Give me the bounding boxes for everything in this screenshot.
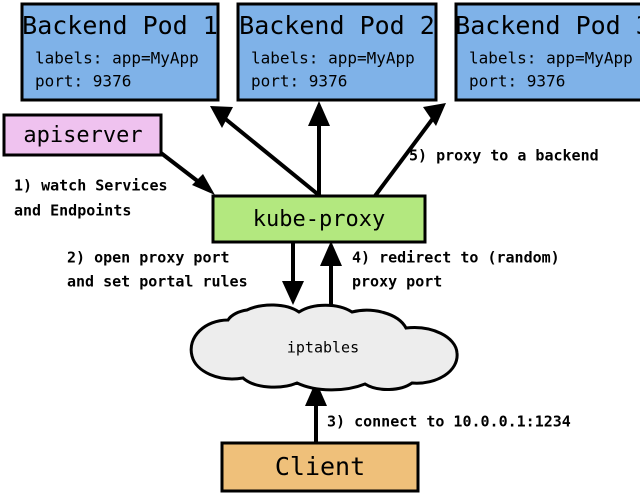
- node-kube-proxy[interactable]: kube-proxy: [211, 194, 427, 244]
- edge-client-to-iptables: [305, 381, 327, 443]
- arrowhead-kubeproxy-iptables: [282, 281, 304, 305]
- step1-line2: and Endpoints: [14, 202, 131, 220]
- edge-line-kubeproxy-pod3: [373, 115, 436, 198]
- arrowhead-kubeproxy-pod1: [210, 106, 233, 128]
- arrowhead-kubeproxy-pod2: [308, 101, 330, 126]
- apiserver-title: apiserver: [23, 123, 142, 148]
- iptables-title: iptables: [287, 339, 359, 357]
- edge-kubeproxy-to-pod3: [373, 103, 446, 198]
- arrowhead-iptables-kubeproxy: [320, 241, 342, 266]
- pod2-port-line: port: 9376: [251, 72, 347, 91]
- kube-proxy-box[interactable]: [211, 194, 427, 244]
- pod3-labels-line: labels: app=MyApp: [469, 49, 633, 68]
- iptables-cloud-shape[interactable]: [189, 303, 459, 392]
- edge-apiserver-to-kubeproxy: [159, 151, 215, 195]
- node-backend-pod-2[interactable]: Backend Pod 2 labels: app=MyApp port: 93…: [236, 2, 438, 102]
- pod2-box[interactable]: [236, 2, 438, 102]
- edge-label-step-3: 3) connect to 10.0.0.1:1234: [327, 413, 571, 431]
- edge-kubeproxy-to-pod1: [210, 106, 322, 198]
- step1-line1: 1) watch Services: [14, 177, 168, 195]
- edge-kubeproxy-to-pod2: [308, 101, 330, 196]
- step4-line2: proxy port: [352, 273, 442, 291]
- pod3-title: Backend Pod 3: [455, 11, 640, 40]
- node-iptables[interactable]: iptables: [189, 303, 459, 392]
- pod1-box[interactable]: [20, 2, 220, 102]
- step5-label: 5) proxy to a backend: [409, 147, 599, 165]
- node-client[interactable]: Client: [220, 441, 420, 493]
- step2-line2: and set portal rules: [67, 273, 248, 291]
- pod2-title: Backend Pod 2: [239, 11, 435, 40]
- arrowhead-kubeproxy-pod3: [423, 103, 446, 126]
- client-box[interactable]: [220, 441, 420, 493]
- arrowhead-apiserver-kubeproxy: [192, 174, 215, 195]
- kube-proxy-title: kube-proxy: [253, 207, 385, 232]
- step3-label: 3) connect to 10.0.0.1:1234: [327, 413, 571, 431]
- pod1-title: Backend Pod 1: [22, 11, 218, 40]
- edge-kubeproxy-to-iptables: [282, 243, 304, 305]
- pod1-labels-line: labels: app=MyApp: [35, 49, 199, 68]
- edge-label-step-2: 2) open proxy port and set portal rules: [67, 249, 248, 291]
- edge-label-step-1: 1) watch Services and Endpoints: [14, 177, 168, 220]
- node-backend-pod-1[interactable]: Backend Pod 1 labels: app=MyApp port: 93…: [20, 2, 220, 102]
- client-title: Client: [275, 452, 365, 481]
- node-backend-pod-3[interactable]: Backend Pod 3 labels: app=MyApp port: 93…: [454, 2, 640, 102]
- node-apiserver[interactable]: apiserver: [2, 113, 163, 157]
- step4-line1: 4) redirect to (random): [352, 249, 560, 267]
- edge-label-step-4: 4) redirect to (random) proxy port: [352, 249, 560, 291]
- arrowhead-client-iptables: [305, 381, 327, 406]
- pod3-box[interactable]: [454, 2, 640, 102]
- edge-line-kubeproxy-pod1: [221, 115, 322, 198]
- step2-line1: 2) open proxy port: [67, 249, 230, 267]
- apiserver-box[interactable]: [2, 113, 163, 157]
- pod1-port-line: port: 9376: [35, 72, 131, 91]
- pod2-labels-line: labels: app=MyApp: [251, 49, 415, 68]
- edge-label-step-5: 5) proxy to a backend: [409, 147, 599, 165]
- pod3-port-line: port: 9376: [469, 72, 565, 91]
